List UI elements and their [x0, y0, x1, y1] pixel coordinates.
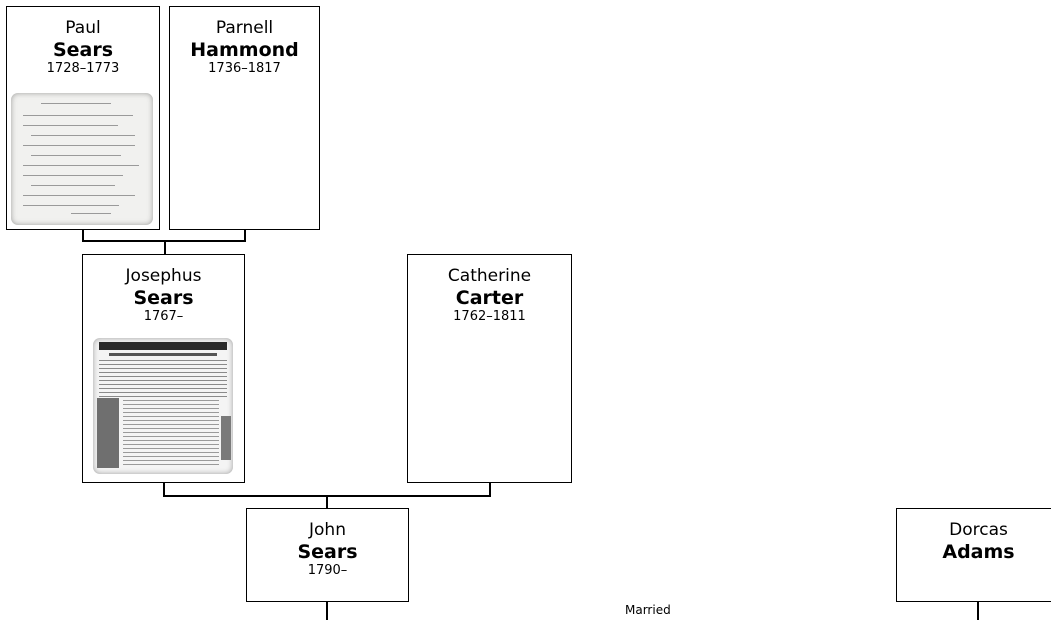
last-name: Carter [455, 287, 524, 309]
connector-line [326, 602, 328, 620]
life-dates: 1790– [307, 563, 348, 578]
connector-line [244, 230, 246, 241]
person-card-paul-sears[interactable]: Paul Sears 1728–1773 [6, 6, 160, 230]
connector-line [82, 230, 84, 241]
first-name: Paul [65, 18, 101, 38]
last-name: Hammond [190, 39, 299, 61]
last-name: Adams [942, 541, 1015, 563]
person-card-john-sears[interactable]: John Sears 1790– [246, 508, 409, 602]
first-name: Catherine [447, 266, 532, 286]
first-name: John [309, 520, 346, 540]
first-name: Parnell [215, 18, 274, 38]
first-name: Dorcas [949, 520, 1008, 540]
life-dates: 1728–1773 [46, 61, 120, 76]
last-name: Sears [297, 541, 358, 563]
last-name: Sears [52, 39, 114, 61]
person-card-catherine-carter[interactable]: Catherine Carter 1762–1811 [407, 254, 572, 483]
connector-line [163, 483, 165, 496]
marriage-label: Married [625, 603, 671, 617]
person-card-dorcas-adams[interactable]: Dorcas Adams [896, 508, 1051, 602]
first-name: Josephus [125, 266, 202, 286]
life-dates: 1736–1817 [208, 61, 281, 76]
person-card-parnell-hammond[interactable]: Parnell Hammond 1736–1817 [169, 6, 320, 230]
life-dates: 1767– [143, 309, 184, 324]
connector-line [326, 495, 328, 509]
life-dates: 1762–1811 [453, 309, 526, 324]
person-card-josephus-sears[interactable]: Josephus Sears 1767– [82, 254, 245, 483]
connector-line [489, 483, 491, 496]
newspaper-article-photo-icon[interactable] [93, 338, 233, 474]
last-name: Sears [133, 287, 194, 309]
handwritten-document-photo-icon[interactable] [11, 93, 153, 225]
connector-line [977, 602, 979, 620]
connector-line [164, 240, 166, 255]
